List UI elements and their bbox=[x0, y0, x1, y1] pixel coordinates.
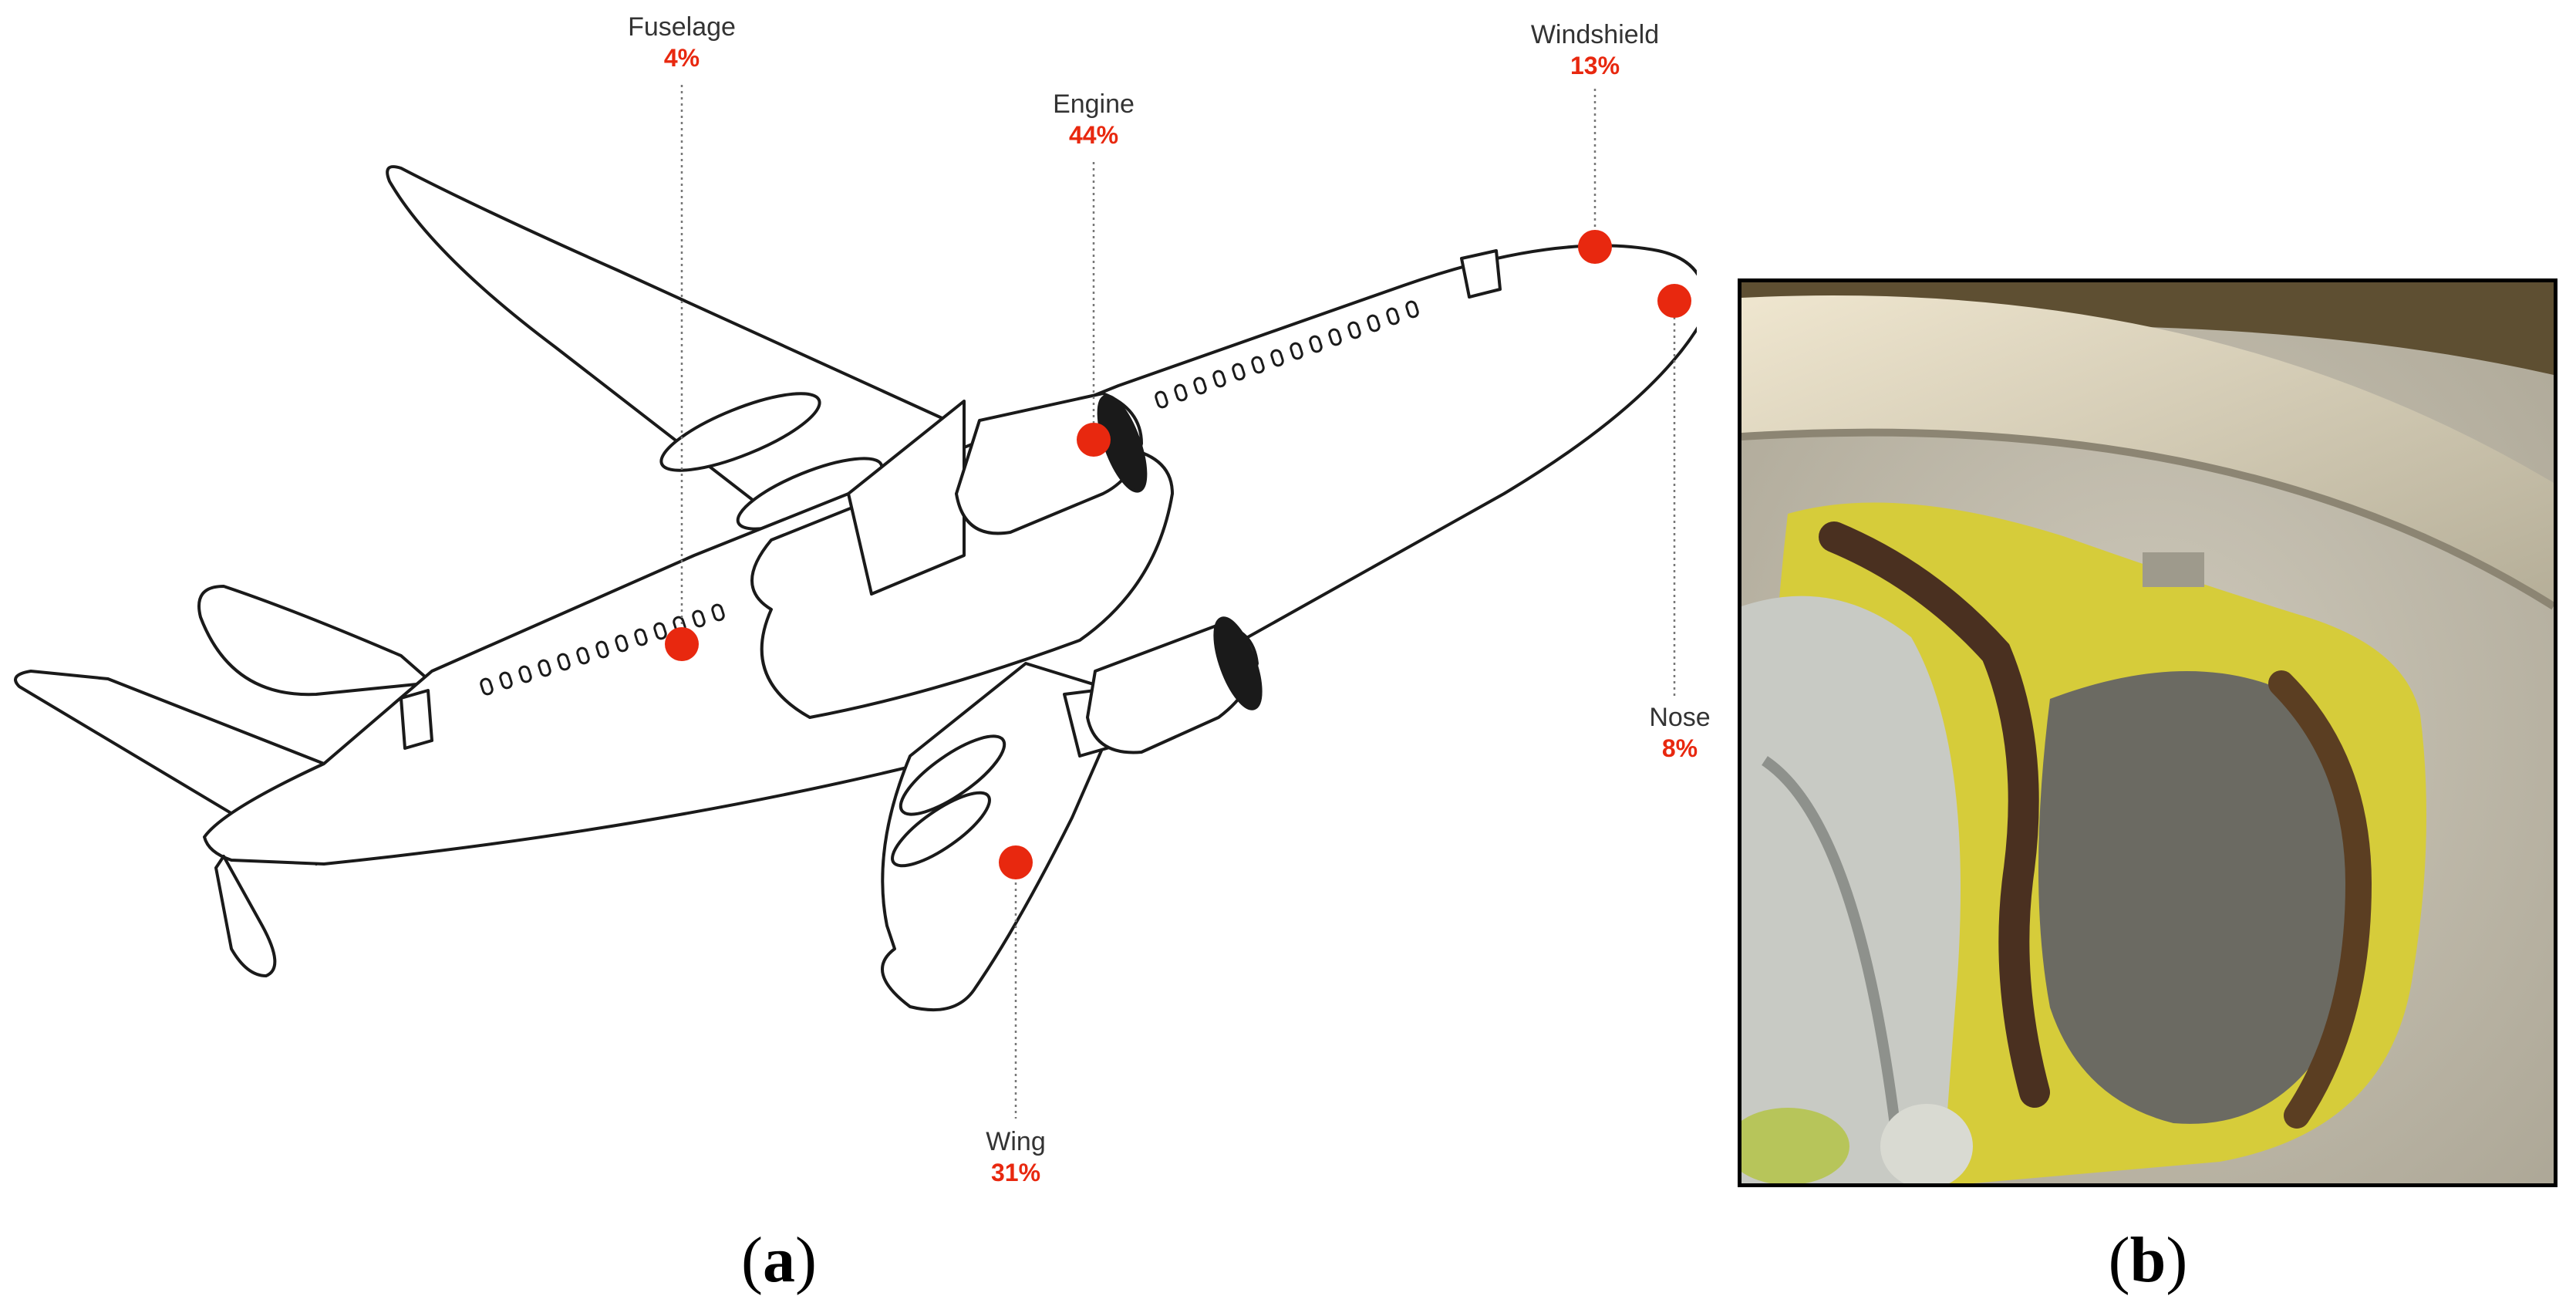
panel-a-letter: a bbox=[763, 1224, 795, 1296]
callout-engine-name: Engine bbox=[1053, 89, 1135, 119]
marker-engine bbox=[1077, 423, 1111, 457]
panel-a-aircraft-diagram: Fuselage 4% Engine 44% Windshield 13% No… bbox=[14, 12, 1711, 1188]
near-wing bbox=[881, 662, 1128, 1012]
callout-windshield-name: Windshield bbox=[1530, 20, 1660, 49]
callout-engine-percent: 44% bbox=[1068, 121, 1119, 149]
panel-a-label: (a) bbox=[741, 1224, 817, 1296]
callout-nose-name: Nose bbox=[1649, 703, 1711, 732]
panel-b-label: (b) bbox=[2108, 1224, 2188, 1296]
far-wing bbox=[386, 165, 966, 534]
near-wing-fairing bbox=[891, 791, 991, 868]
callout-windshield: Windshield 13% bbox=[1479, 19, 1711, 81]
cockpit-window bbox=[1460, 249, 1502, 299]
exposed-core bbox=[2038, 671, 2355, 1124]
callout-fuselage-percent: 4% bbox=[663, 44, 700, 72]
marker-fuselage bbox=[665, 627, 699, 661]
callout-nose-percent: 8% bbox=[1661, 734, 1698, 762]
near-stabilizer bbox=[214, 855, 277, 977]
callout-fuselage-name: Fuselage bbox=[628, 12, 736, 42]
callout-engine: Engine 44% bbox=[978, 89, 1209, 150]
panel-b-letter: b bbox=[2129, 1224, 2166, 1296]
callout-wing: Wing 31% bbox=[900, 1126, 1131, 1188]
far-stabilizer bbox=[197, 585, 433, 697]
callout-wing-percent: 31% bbox=[990, 1159, 1041, 1186]
bird-strike-photo bbox=[1741, 282, 2554, 1183]
impact-markers bbox=[665, 230, 1691, 879]
near-engine-inlet bbox=[1213, 616, 1263, 710]
rear-door bbox=[400, 689, 433, 750]
marker-windshield bbox=[1578, 230, 1612, 264]
aircraft-illustration bbox=[14, 85, 1697, 1119]
marker-nose bbox=[1657, 284, 1691, 318]
marker-wing bbox=[999, 845, 1033, 879]
near-wing-fairing bbox=[899, 734, 1006, 816]
callout-nose: Nose 8% bbox=[1564, 702, 1795, 764]
radome-rim bbox=[1741, 295, 2554, 606]
callout-wing-name: Wing bbox=[986, 1127, 1046, 1156]
leader-lines bbox=[680, 85, 1676, 1119]
callout-windshield-percent: 13% bbox=[1570, 52, 1620, 79]
far-wing-fairing bbox=[659, 392, 821, 472]
cabin-windows bbox=[480, 300, 1419, 696]
callout-fuselage: Fuselage 4% bbox=[566, 12, 797, 73]
panel-b-damage-photo bbox=[1738, 278, 2557, 1187]
